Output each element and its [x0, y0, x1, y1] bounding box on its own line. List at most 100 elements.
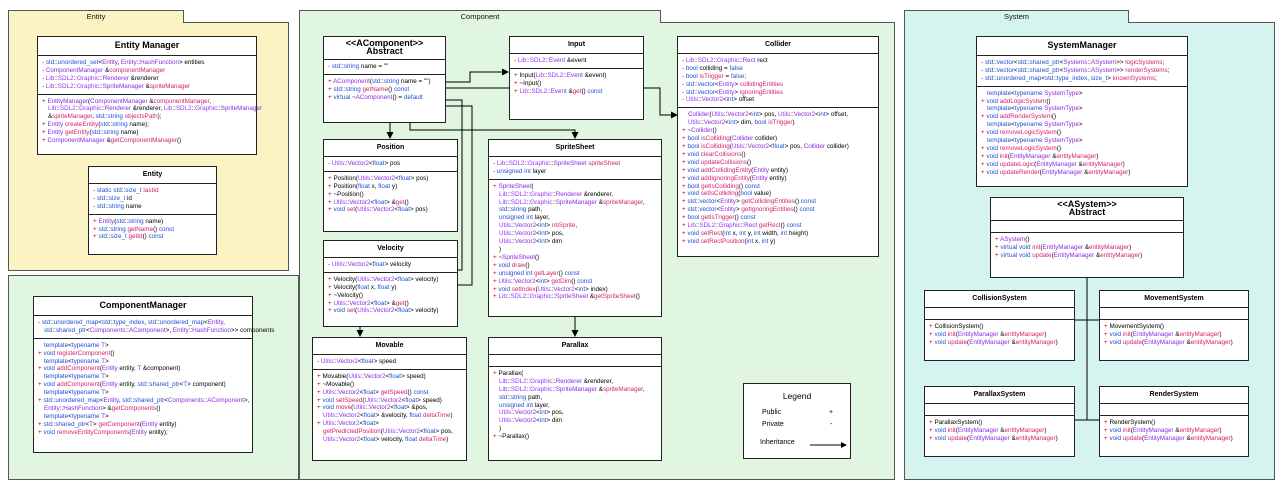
- member-line: template<typename T>: [44, 357, 109, 365]
- member-line: Lib::SDL2::Graphic::Renderer &renderer, …: [48, 105, 262, 113]
- class-title: Position: [376, 144, 405, 151]
- attributes-section: - std::unordered_set<Entity, Entity::Has…: [38, 54, 256, 94]
- member-line: + std::size_t getId() const: [93, 233, 164, 241]
- member-line: - Utils::Vector2<float> pos: [328, 159, 401, 167]
- legend-public-label: Public: [762, 409, 782, 416]
- class-movable: Movable- Utils::Vector2<float> speed+ Mo…: [312, 337, 467, 461]
- legend-private-symbol: -: [830, 421, 833, 428]
- attributes-section: [991, 219, 1183, 232]
- class-title: <<AComponent>>: [345, 38, 424, 48]
- attributes-section: [489, 353, 661, 366]
- class-header: RenderSystem: [1100, 387, 1248, 403]
- member-line: + void addRenderSystem(): [981, 113, 1057, 121]
- class-parallax-system: ParallaxSystem + ParallaxSystem()+ void i…: [924, 386, 1075, 457]
- class-header: CollisionSystem: [925, 291, 1074, 307]
- attributes-section: - Utils::Vector2<float> pos: [324, 155, 457, 171]
- member-line: getPredictedPosition(Utils::Vector2<floa…: [323, 428, 453, 436]
- member-line: + void set(Utils::Vector2<float> velocit…: [328, 307, 439, 315]
- member-line: + Input(Lib::SDL2::Event &event): [514, 71, 607, 79]
- member-line: + Utils::Vector2<float>: [317, 420, 379, 428]
- methods-section: template<typename T>+ void registerCompo…: [34, 337, 252, 440]
- member-line: + void move(Utils::Vector2<float> &pos,: [317, 404, 428, 412]
- member-line: - Lib::SDL2::Event &event: [514, 56, 587, 64]
- member-line: + ParallaxSystem(): [929, 418, 983, 426]
- class-system-manager: SystemManager- std::vector<std::shared_p…: [976, 36, 1188, 187]
- methods-section: + ASystem()+ virtual void init(EntityMan…: [991, 231, 1183, 263]
- member-line: std::shared_ptr<Components::AComponent>,…: [44, 326, 275, 334]
- member-line: ): [499, 245, 502, 253]
- class-header: Parallax: [489, 338, 661, 354]
- arrow-acomponent-spritesheet: [409, 123, 579, 139]
- member-line: Utils::Vector2<int> pos,: [499, 409, 564, 417]
- member-line: - std::vector<std::shared_ptr<Systems::A…: [981, 58, 1165, 66]
- methods-section: + AComponent(std::string name = "")+ std…: [324, 73, 445, 105]
- methods-section: + Movable(Utils::Vector2<float> speed)+ …: [313, 368, 466, 447]
- member-line: Utils::Vector2<float> &velocity, float d…: [323, 412, 453, 420]
- legend-inheritance-label: Inheritance: [760, 439, 795, 446]
- member-line: + ~Position(): [328, 190, 364, 198]
- member-line: + Utils::Vector2<float> getSpeed() const: [317, 388, 429, 396]
- methods-section: + RenderSystem()+ void init(EntityManage…: [1100, 414, 1248, 446]
- class-header: Movable: [313, 338, 466, 354]
- member-line: + virtual ~AComponent() = default: [328, 93, 423, 101]
- methods-section: + SpriteSheet(Lib::SDL2::Graphic::Render…: [489, 178, 661, 305]
- member-line: Lib::SDL2::Graphic::SpriteManager &sprit…: [499, 385, 645, 393]
- class-title: SystemManager: [1047, 40, 1117, 50]
- member-line: Utils::Vector2<int> dim, bool isTrigger): [688, 119, 795, 127]
- attributes-section: [1100, 402, 1248, 415]
- member-line: + CollisionSystem(): [929, 322, 984, 330]
- member-line: + SpriteSheet(: [493, 182, 534, 190]
- methods-section: + Input(Lib::SDL2::Event &event)+ ~Input…: [510, 67, 643, 99]
- class-header: ParallaxSystem: [925, 387, 1074, 403]
- class-subtitle: Abstract: [1068, 206, 1106, 217]
- member-line: + ComponentManager &getComponentManager(…: [42, 137, 182, 145]
- class-collider: Collider- Lib::SDL2::Graphic::Rect rect-…: [677, 36, 879, 257]
- member-line: - Lib::SDL2::Graphic::SpriteSheet sprite…: [493, 159, 621, 167]
- component-package-tab: Component: [299, 10, 661, 23]
- member-line: - Lib::SDL2::Graphic::SpriteManager &spr…: [42, 82, 191, 90]
- attributes-section: - Lib::SDL2::Event &event: [510, 52, 643, 68]
- member-line: template<typename SystemType>: [987, 121, 1083, 129]
- member-line: Collider(Utils::Vector2<int> pos, Utils:…: [688, 111, 848, 119]
- member-line: Lib::SDL2::Graphic::SpriteManager &sprit…: [499, 198, 645, 206]
- member-line: + void updateCollisions(): [682, 158, 752, 166]
- methods-section: + Position(Utils::Vector2<float> pos)+ P…: [324, 170, 457, 218]
- member-line: + Velocity(Utils::Vector2<float> velocit…: [328, 275, 439, 283]
- member-line: - Lib::SDL2::Graphic::Renderer &renderer: [42, 74, 159, 82]
- methods-section: + CollisionSystem()+ void init(EntityMan…: [925, 318, 1074, 350]
- member-line: + ~Movable(): [317, 380, 355, 388]
- legend-title: Legend: [782, 391, 812, 401]
- class-header: SpriteSheet: [489, 140, 661, 156]
- member-line: - std::vector<std::shared_ptr<Systems::A…: [981, 66, 1170, 74]
- member-line: + Position(Utils::Vector2<float> pos): [328, 174, 429, 182]
- class-position: Position- Utils::Vector2<float> pos+ Pos…: [323, 139, 458, 232]
- member-line: + void removeEntityComponents(Entity ent…: [38, 428, 168, 436]
- class-entity: Entity- static std::size_t lastId- std::…: [88, 166, 217, 255]
- attributes-section: [1100, 306, 1248, 319]
- attributes-section: [925, 402, 1074, 415]
- methods-section: + ParallaxSystem()+ void init(EntityMana…: [925, 414, 1074, 446]
- member-line: + void setRectPosition(int x, int y): [682, 237, 776, 245]
- member-line: + void update(EntityManager &entityManag…: [1104, 434, 1233, 442]
- system-package-tab: System: [904, 10, 1129, 23]
- attributes-section: - Lib::SDL2::Graphic::Rect rect- bool co…: [678, 52, 878, 107]
- member-line: Utils::Vector2<float> velocity, float de…: [323, 436, 449, 444]
- member-line: + Utils::Vector2<float> &get(): [328, 198, 409, 206]
- member-line: - std::vector<Entity> ignoringEntities: [682, 88, 783, 96]
- member-line: + bool isColliding(Collider collider): [682, 135, 778, 143]
- member-line: + void init(EntityManager &entityManager…: [981, 152, 1099, 160]
- member-line: - Utils::Vector2<float> velocity: [328, 260, 411, 268]
- member-line: + void updateRender(EntityManager &entit…: [981, 168, 1131, 176]
- arrow-acomponent-input: [445, 68, 509, 83]
- methods-section: + Parallax(Lib::SDL2::Graphic::Renderer …: [489, 365, 661, 444]
- class-header: Position: [324, 140, 457, 156]
- member-line: + EntityManager(ComponentManager &compon…: [42, 97, 211, 105]
- member-line: + bool getIsColliding() const: [682, 182, 760, 190]
- member-line: Utils::Vector2<int> dim: [499, 417, 563, 425]
- class-asystem: <<ASystem>>Abstract+ ASystem()+ virtual …: [990, 197, 1184, 278]
- member-line: + void removeLogicSystem(): [981, 144, 1061, 152]
- class-collision-system: CollisionSystem + CollisionSystem()+ void…: [924, 290, 1075, 361]
- member-line: Utils::Vector2<int> nbSprite,: [499, 222, 578, 230]
- member-line: + void addComponent(Entity entity, T &co…: [38, 365, 181, 373]
- member-line: + std::string getName() const: [328, 85, 410, 93]
